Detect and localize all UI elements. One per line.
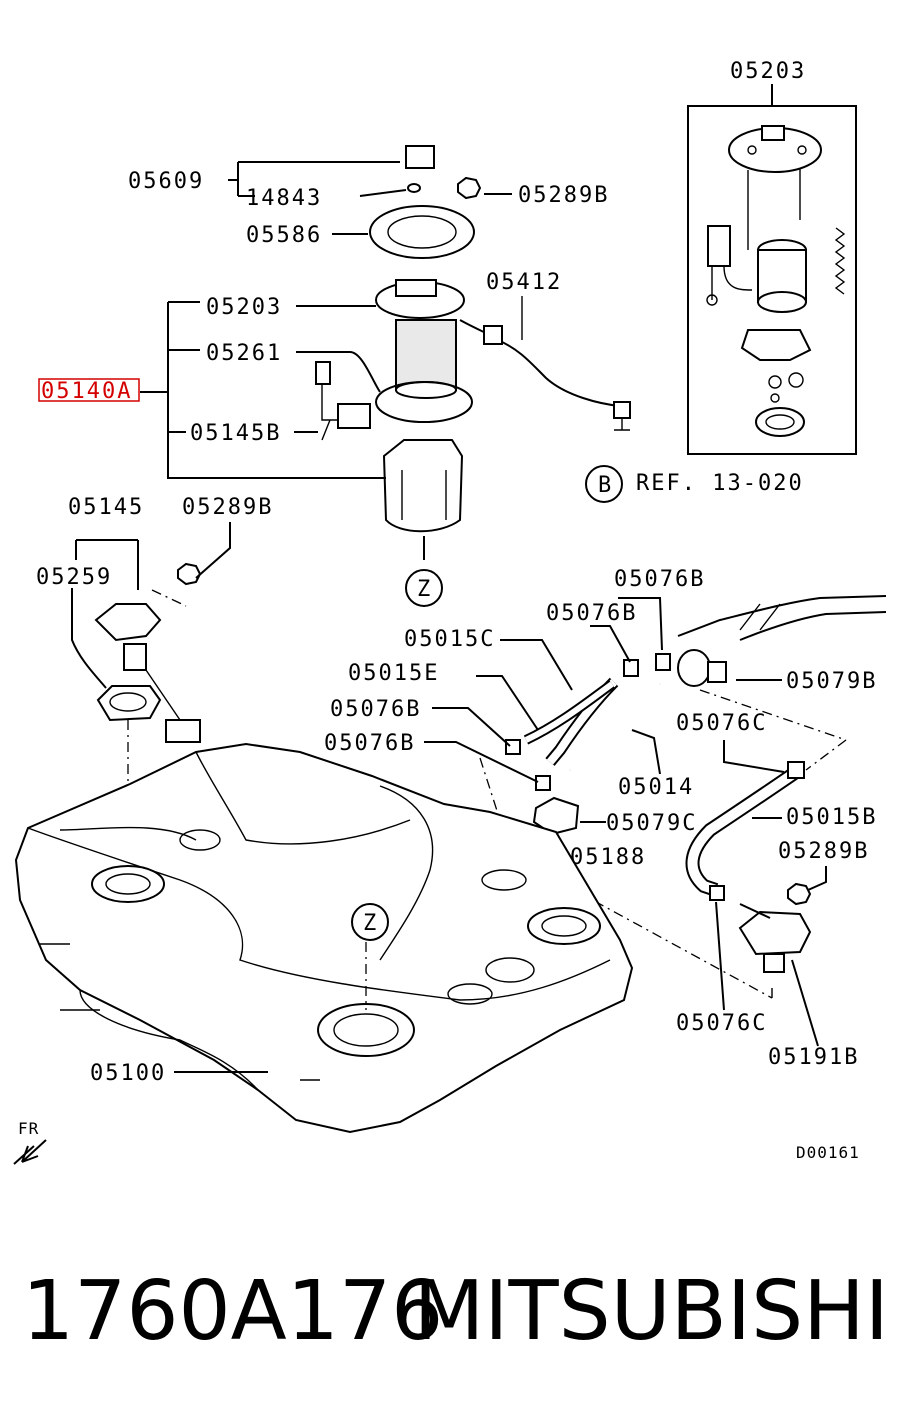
label-05076c-2: 05076C <box>676 1011 767 1036</box>
fuel-system-diagram: 05203 05609 14843 05289B 05586 05203 054… <box>13 59 887 1165</box>
sender-assembly-left <box>71 522 231 880</box>
inset-fuel-pump-detail <box>687 84 857 455</box>
label-05586: 05586 <box>246 223 322 248</box>
highlight-box-05140a <box>38 378 140 402</box>
label-05259: 05259 <box>36 565 112 590</box>
label-05188: 05188 <box>570 845 646 870</box>
label-05145b: 05145B <box>190 421 281 446</box>
label-05289b-right: 05289B <box>778 839 869 864</box>
label-05261: 05261 <box>206 341 282 366</box>
part-caption: 1760A176 MITSUBISHI <box>0 1262 909 1372</box>
label-05076b-1: 05076B <box>614 567 705 592</box>
label-z-bottom: Z <box>363 911 378 936</box>
label-14843: 14843 <box>246 186 322 211</box>
front-direction-arrow-icon <box>13 1139 47 1165</box>
label-05609: 05609 <box>128 169 204 194</box>
label-z-top: Z <box>417 577 432 602</box>
filler-hose-assembly <box>424 595 887 1047</box>
label-05079c: 05079C <box>606 811 697 836</box>
brand-name: MITSUBISHI <box>413 1264 889 1359</box>
label-05014: 05014 <box>618 775 694 800</box>
label-05203-inset: 05203 <box>730 59 806 84</box>
label-05079b: 05079B <box>786 669 877 694</box>
label-05076c-1: 05076C <box>676 711 767 736</box>
ref-circle-letter: B <box>598 473 613 498</box>
fuel-tank <box>14 569 634 1134</box>
label-05076b-4: 05076B <box>324 731 415 756</box>
label-05191b: 05191B <box>768 1045 859 1070</box>
label-05203: 05203 <box>206 295 282 320</box>
label-05289b-top: 05289B <box>518 183 609 208</box>
label-05015e: 05015E <box>348 661 439 686</box>
label-05145: 05145 <box>68 495 144 520</box>
label-05015b: 05015B <box>786 805 877 830</box>
label-05100: 05100 <box>90 1061 166 1086</box>
label-05140a: 05140A <box>41 379 132 404</box>
label-05412: 05412 <box>486 270 562 295</box>
label-05076b-3: 05076B <box>330 697 421 722</box>
diagram-code: D00161 <box>796 1143 860 1162</box>
label-05289b-left: 05289B <box>182 495 273 520</box>
fuel-pump-assembly <box>140 145 631 560</box>
part-number: 1760A176 <box>22 1264 444 1359</box>
label-ref-13-020: REF. 13-020 <box>636 471 804 496</box>
label-05015c: 05015C <box>404 627 495 652</box>
label-05076b-2: 05076B <box>546 601 637 626</box>
label-fr: FR <box>18 1119 39 1138</box>
